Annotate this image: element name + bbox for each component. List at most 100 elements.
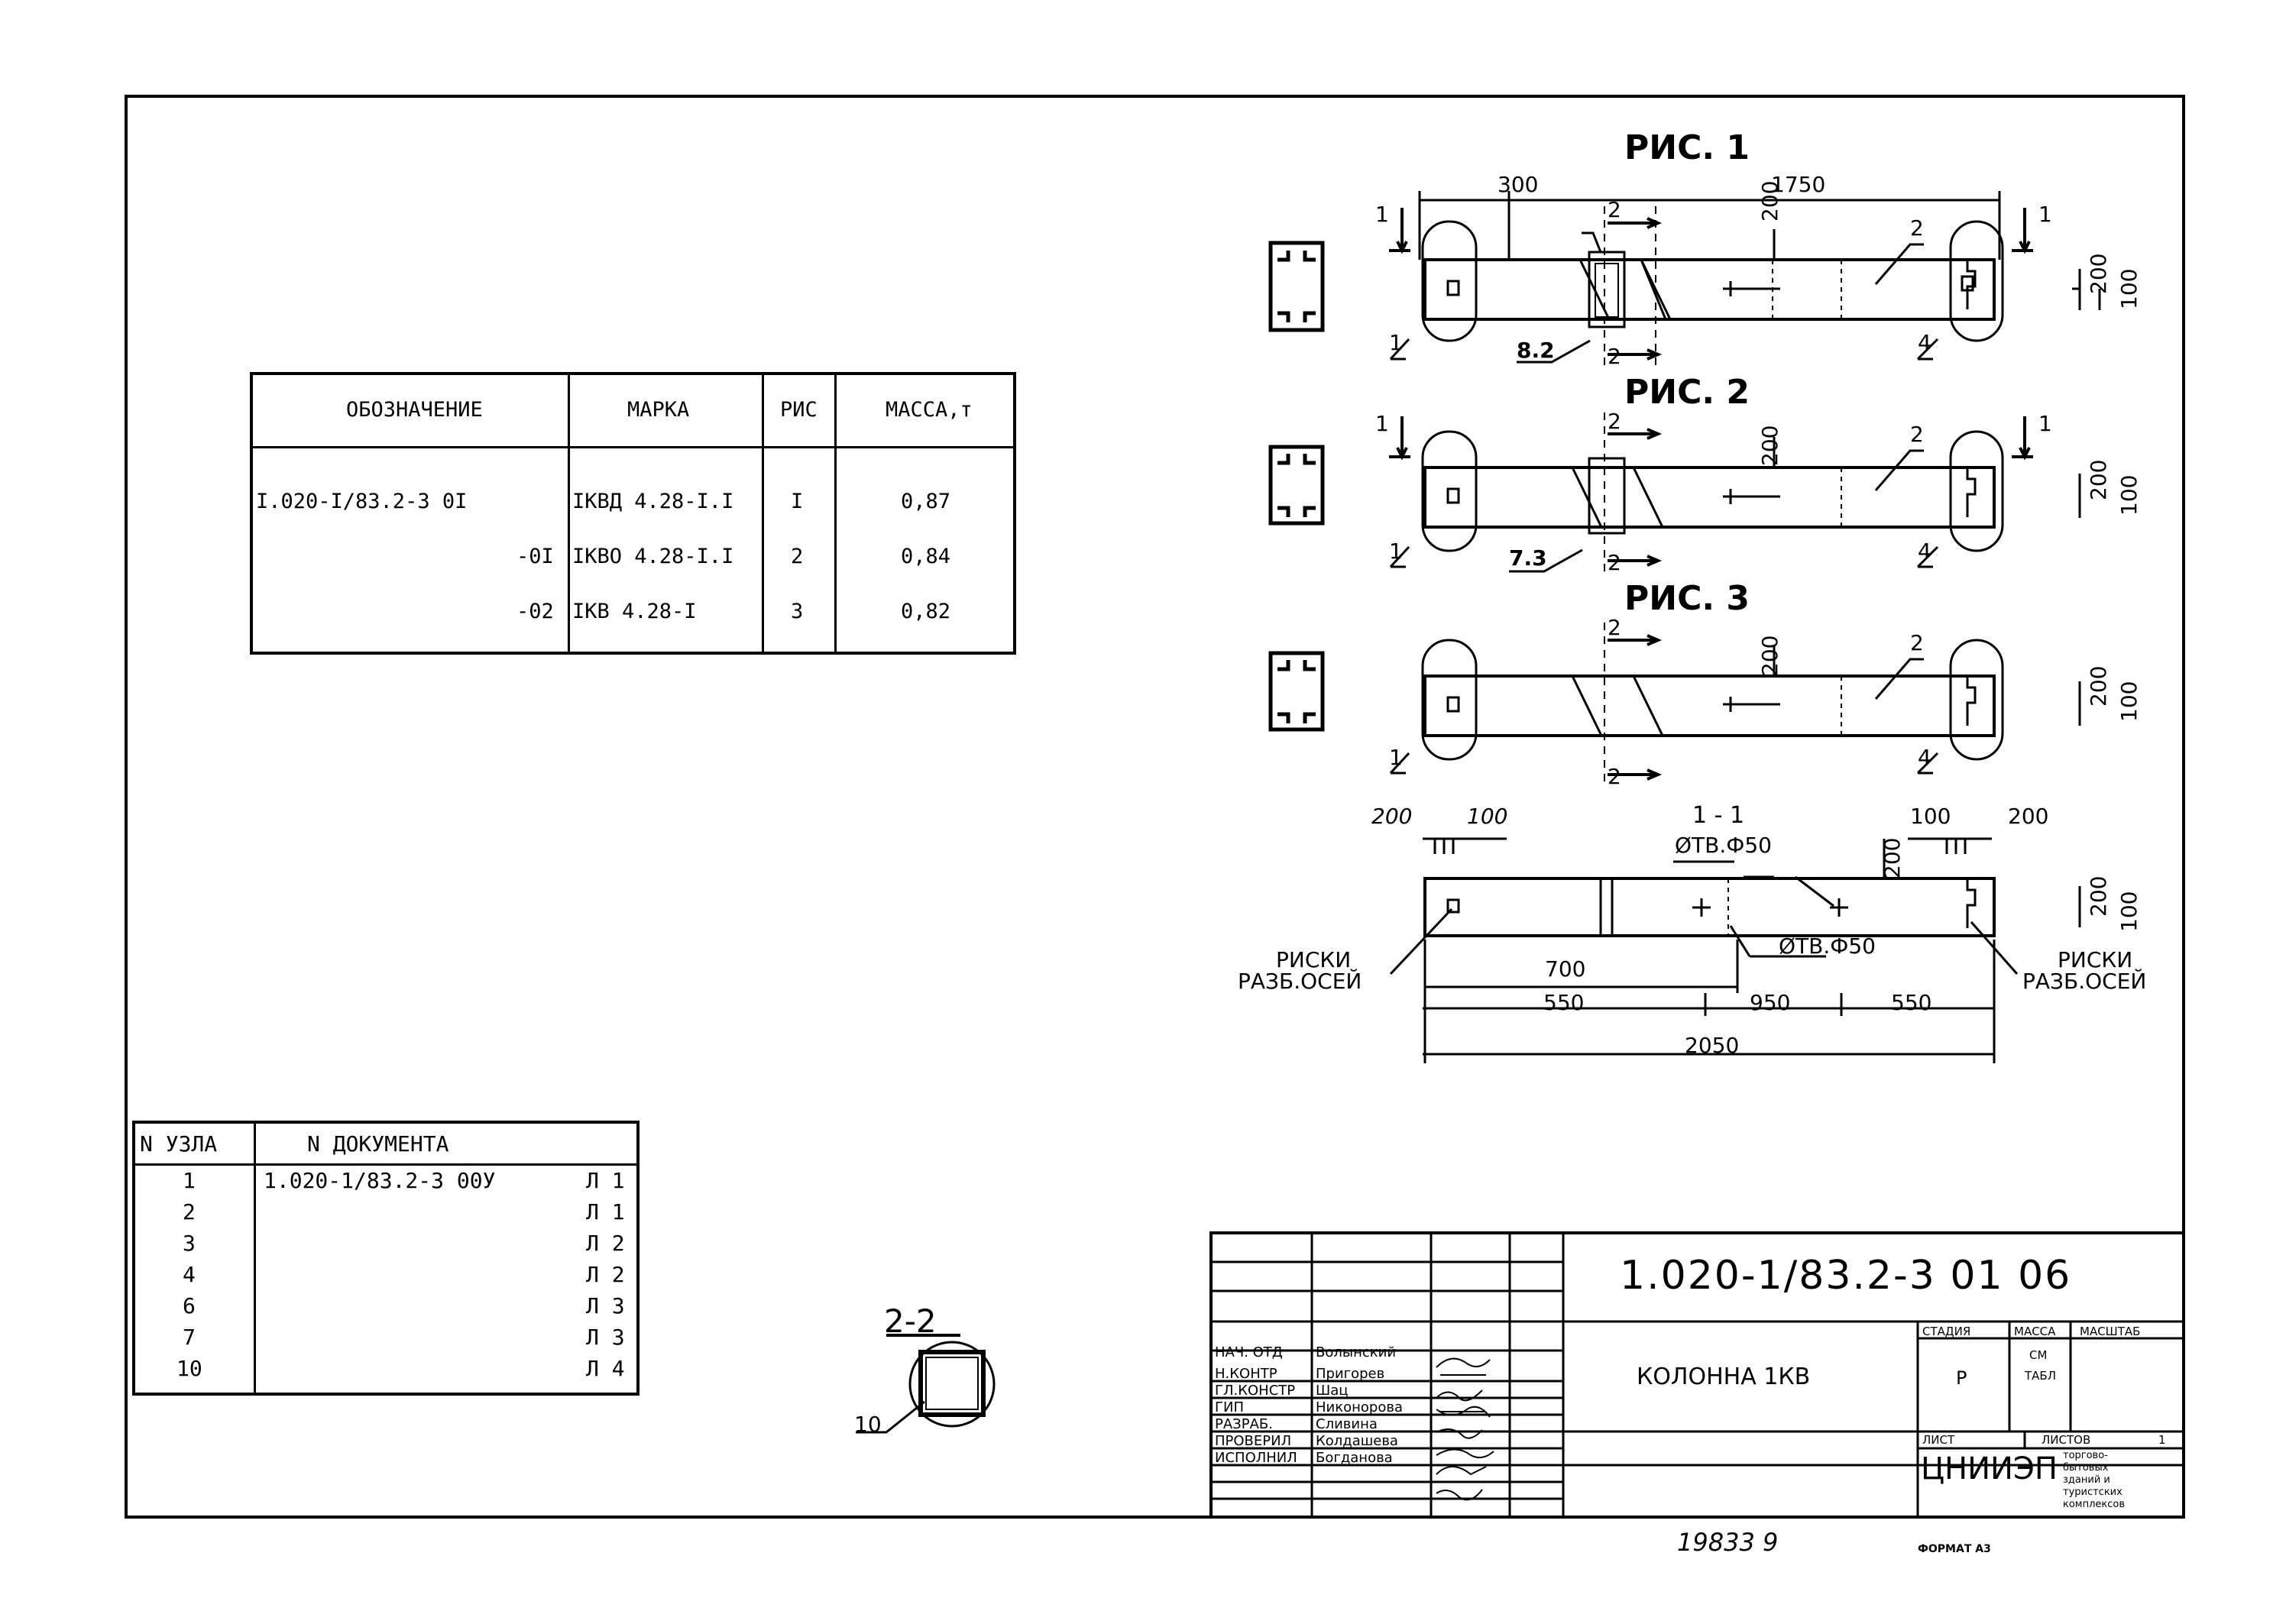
node-num: 3: [183, 1231, 196, 1256]
item-name: КОЛОННА 1КВ: [1637, 1364, 1811, 1390]
dim-200-fig1: 200: [1757, 180, 1782, 222]
row2-fig: 2: [791, 545, 804, 568]
org-name: ЦНИИЭП: [1921, 1451, 2058, 1487]
node-num: 7: [183, 1325, 196, 1350]
cut-1-left-fig2: 1: [1375, 411, 1389, 436]
node-ref-10: 10: [854, 1412, 882, 1437]
scale-label: МАСШТАБ: [2080, 1325, 2141, 1338]
doc-num: 1.020-1/83.2-3 00У: [264, 1168, 496, 1193]
role-1: НАЧ. ОТД: [1215, 1344, 1283, 1360]
hole-label-2: ØТВ.Ф50: [1779, 933, 1876, 959]
dim-200-fig3: 200: [1757, 635, 1782, 676]
row3-mass: 0,82: [901, 600, 951, 623]
row2-designation: -0I: [516, 545, 554, 568]
section-square-1: [1268, 241, 1325, 332]
mass-value-2: ТАБЛ: [2025, 1369, 2056, 1383]
drawing-frame: [125, 95, 2185, 1519]
node-num: 6: [183, 1293, 196, 1318]
cut-2-top-fig2: 2: [1608, 409, 1621, 434]
sheets-value: 1: [2158, 1433, 2166, 1447]
pos-2-fig3: 2: [1910, 630, 1924, 655]
org-desc-2: бытовых: [2063, 1462, 2109, 1474]
row1-mark: IКВД 4.28-I.I: [572, 490, 734, 513]
mass-value-1: СМ: [2029, 1348, 2048, 1362]
pos-1-fig3: 1: [1389, 745, 1403, 770]
sheet-ref: Л 2: [586, 1262, 625, 1287]
section-1-1: [1389, 837, 2081, 1063]
pos-4-fig3: 4: [1918, 745, 1931, 770]
sheet-ref: Л 1: [586, 1168, 625, 1193]
column-fig-2: [1389, 412, 2081, 573]
role-5: РАЗРАБ.: [1215, 1416, 1273, 1432]
dim-2050: 2050: [1685, 1033, 1740, 1058]
row2-mass: 0,84: [901, 545, 951, 568]
hole-label-1: ØТВ.Ф50: [1675, 833, 1772, 858]
archive-number: 19833 9: [1677, 1528, 1779, 1557]
row1-mass: 0,87: [901, 490, 951, 513]
person-7: Богданова: [1316, 1450, 1393, 1466]
cut-2-top-fig3: 2: [1608, 615, 1621, 640]
row1-fig: I: [791, 490, 804, 513]
stage-label: СТАДИЯ: [1922, 1325, 1971, 1338]
cut-2-top-fig1: 2: [1608, 197, 1621, 222]
node-col-header: N УЗЛА: [140, 1131, 218, 1157]
marks-right-1: РИСКИ: [2058, 947, 2133, 972]
node-num: 10: [176, 1356, 202, 1381]
row3-fig: 3: [791, 600, 804, 623]
node-num: 1: [183, 1168, 196, 1193]
dim-550-right: 550: [1891, 990, 1932, 1015]
fig1-title: РИС. 1: [1624, 128, 1750, 167]
node-num: 2: [183, 1199, 196, 1224]
dim-200-section-right: 200: [2086, 875, 2111, 917]
dim-100-right-fig1: 100: [2116, 268, 2142, 309]
node-num: 4: [183, 1262, 196, 1287]
cut-1-left-fig1: 1: [1375, 202, 1389, 227]
person-2: Пригорев: [1316, 1366, 1385, 1382]
sheet-label: ЛИСТ: [1922, 1433, 1955, 1447]
role-6: ПРОВЕРИЛ: [1215, 1433, 1292, 1449]
row3-designation: -02: [516, 600, 554, 623]
pos-2-fig2: 2: [1910, 422, 1924, 447]
pos-2-fig1: 2: [1910, 215, 1924, 241]
sheet-ref: Л 3: [586, 1293, 625, 1318]
node-table: N УЗЛА N ДОКУМЕНТА 1 1.020-1/83.2-3 00У …: [132, 1121, 639, 1396]
marks-table: ОБОЗНАЧЕНИЕ МАРКА РИС МАССА,т I.020-I/83…: [250, 372, 1016, 655]
section-2-2: [856, 1334, 996, 1434]
org-desc-4: туристских: [2063, 1487, 2122, 1498]
row2-mark: IКВО 4.28-I.I: [572, 545, 734, 568]
pos-4-fig2: 4: [1918, 539, 1931, 564]
marks-right-2: РАЗБ.ОСЕЙ: [2022, 969, 2147, 994]
dim-200-right-fig1: 200: [2086, 253, 2111, 294]
dim-100-left: 100: [1467, 804, 1508, 829]
format-label: ФОРМАТ А3: [1918, 1543, 1991, 1555]
col-header-designation: ОБОЗНАЧЕНИЕ: [346, 398, 483, 422]
node-ref-7-3: 7.3: [1509, 545, 1547, 571]
doc-code: 1.020-1/83.2-3 01 06: [1620, 1253, 2072, 1299]
marks-left-1: РИСКИ: [1276, 947, 1352, 972]
role-7: ИСПОЛНИЛ: [1215, 1450, 1297, 1466]
row3-mark: IКВ 4.28-I: [572, 600, 697, 623]
role-4: ГИП: [1215, 1399, 1244, 1415]
doc-col-header: N ДОКУМЕНТА: [307, 1131, 449, 1157]
node-ref-8-2: 8.2: [1517, 338, 1555, 363]
dim-200-right: 200: [2008, 804, 2049, 829]
fig2-title: РИС. 2: [1624, 373, 1750, 412]
pos-1-fig2: 1: [1389, 539, 1403, 564]
col-header-fig: РИС: [780, 398, 818, 422]
pos-4-fig1: 4: [1918, 330, 1931, 355]
column-fig-3: [1389, 623, 2081, 787]
title-block: [1209, 1231, 2185, 1519]
dim-100-right-fig3: 100: [2116, 681, 2142, 722]
pos-1-fig1: 1: [1389, 330, 1403, 355]
dim-100-right: 100: [1910, 804, 1951, 829]
sheet-ref: Л 3: [586, 1325, 625, 1350]
sheets-label: ЛИСТОВ: [2042, 1433, 2091, 1447]
org-desc-5: комплексов: [2063, 1499, 2126, 1510]
person-3: Шац: [1316, 1383, 1349, 1399]
sheet-ref: Л 2: [586, 1231, 625, 1256]
dim-700: 700: [1545, 956, 1586, 982]
dim-200-left: 200: [1371, 804, 1413, 829]
section-square-2: [1268, 445, 1325, 526]
dim-550-left: 550: [1543, 990, 1585, 1015]
